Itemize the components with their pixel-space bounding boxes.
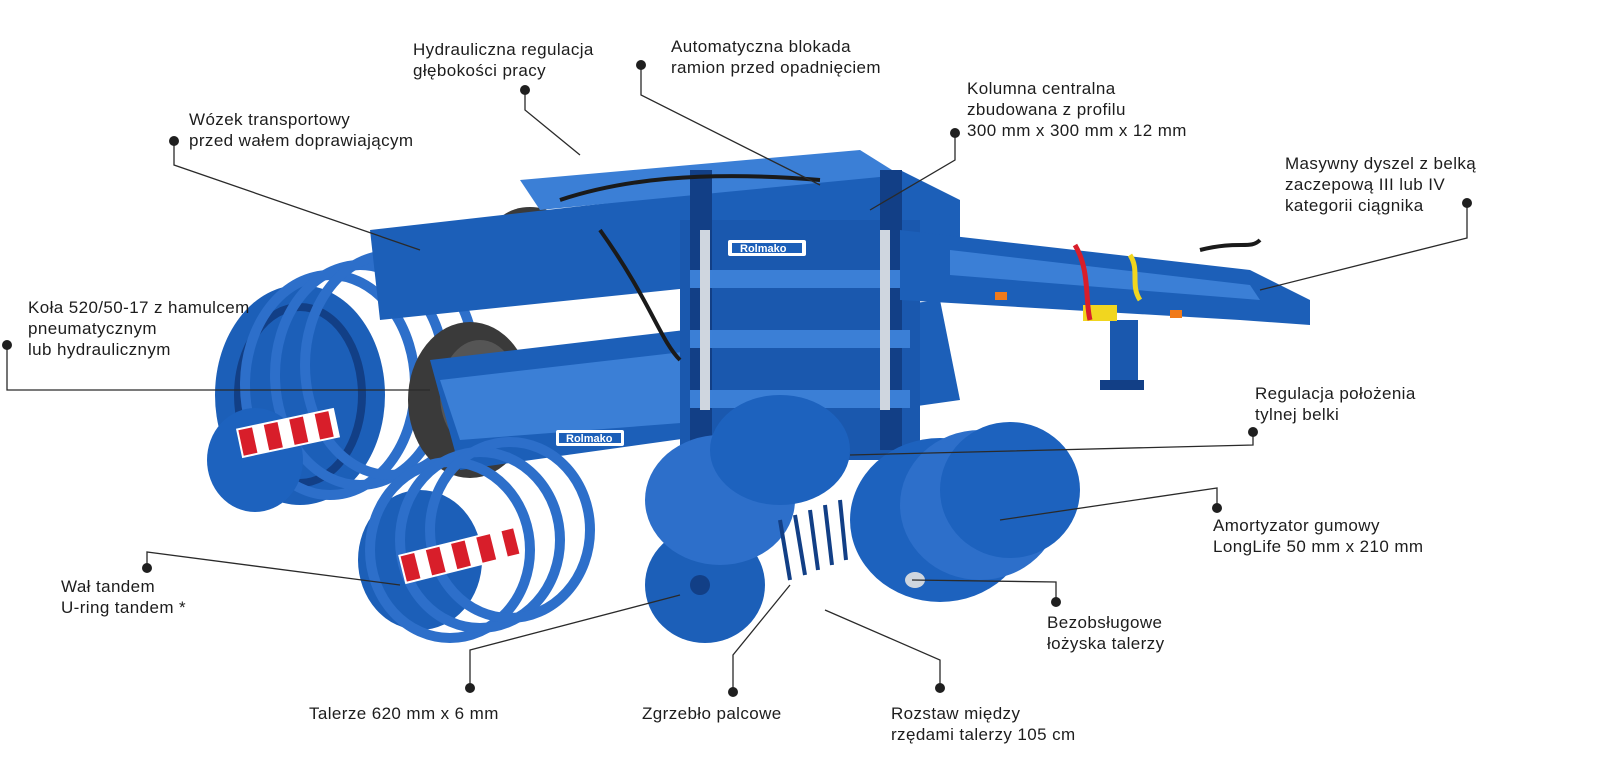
label-line: lub hydraulicznym	[28, 340, 171, 359]
label-line: Automatyczna blokada	[671, 37, 851, 56]
svg-text:Rolmako: Rolmako	[740, 243, 787, 255]
label-line: Amortyzator gumowy	[1213, 516, 1380, 535]
label-line: Regulacja położenia	[1255, 384, 1416, 403]
leader-dots	[2, 60, 1472, 697]
label-discs: Talerze 620 mm x 6 mm	[309, 703, 499, 724]
upper-roller	[207, 250, 480, 512]
label-row-spacing: Rozstaw między rzędami talerzy 105 cm	[891, 703, 1076, 745]
leader-lines	[6, 65, 1468, 692]
label-bearings: Bezobsługowe łożyska talerzy	[1047, 612, 1164, 654]
label-line: Bezobsługowe	[1047, 613, 1163, 632]
label-line: rzędami talerzy 105 cm	[891, 725, 1076, 744]
brand-logo-side: Rolmako	[556, 430, 624, 446]
label-line: U-ring tandem *	[61, 598, 187, 617]
label-drawbar: Masywny dyszel z belką zaczepową III lub…	[1285, 153, 1476, 216]
brand-logo-top: Rolmako	[728, 240, 806, 256]
label-line: Masywny dyszel z belką	[1285, 154, 1477, 173]
label-line: Talerze 620 mm x 6 mm	[309, 704, 499, 723]
label-transport-cart: Wózek transportowy przed wałem doprawiaj…	[189, 109, 413, 151]
label-line: Koła 520/50-17 z hamulcem	[28, 298, 250, 317]
label-line: Zgrzebło palcowe	[642, 704, 782, 723]
finger-harrow	[778, 499, 848, 581]
label-line: ramion przed opadnięciem	[671, 58, 881, 77]
label-hydraulic-depth: Hydrauliczna regulacja głębokości pracy	[413, 39, 594, 81]
label-harrow: Zgrzebło palcowe	[642, 703, 782, 724]
label-line: Rozstaw między	[891, 704, 1021, 723]
label-line: tylnej belki	[1255, 405, 1340, 424]
label-line: łożyska talerzy	[1047, 634, 1165, 653]
label-line: przed wałem doprawiającym	[189, 131, 414, 150]
disc-gang-front	[645, 395, 850, 643]
lower-roller	[358, 437, 595, 643]
label-central-column: Kolumna centralna zbudowana z profilu 30…	[967, 78, 1187, 141]
svg-text:Rolmako: Rolmako	[566, 433, 613, 445]
label-wheels: Koła 520/50-17 z hamulcem pneumatycznym …	[28, 297, 250, 360]
label-line: zbudowana z profilu	[967, 100, 1126, 119]
label-line: Hydrauliczna regulacja	[413, 40, 594, 59]
label-line: 300 mm x 300 mm x 12 mm	[967, 121, 1187, 140]
drawbar	[900, 230, 1310, 390]
label-auto-lock: Automatyczna blokada ramion przed opadni…	[671, 36, 881, 78]
label-roller: Wał tandem U-ring tandem *	[61, 576, 186, 618]
label-rubber-damper: Amortyzator gumowy LongLife 50 mm x 210 …	[1213, 515, 1423, 557]
label-line: Wał tandem	[61, 577, 156, 596]
label-line: LongLife 50 mm x 210 mm	[1213, 537, 1424, 556]
label-rear-beam: Regulacja położenia tylnej belki	[1255, 383, 1416, 425]
label-line: głębokości pracy	[413, 61, 547, 80]
disc-gang-rear	[850, 422, 1080, 602]
label-line: Kolumna centralna	[967, 79, 1116, 98]
label-line: kategorii ciągnika	[1285, 196, 1424, 215]
label-line: Wózek transportowy	[189, 110, 351, 129]
label-line: pneumatycznym	[28, 319, 157, 338]
main-frame	[370, 150, 960, 470]
label-line: zaczepową III lub IV	[1285, 175, 1446, 194]
